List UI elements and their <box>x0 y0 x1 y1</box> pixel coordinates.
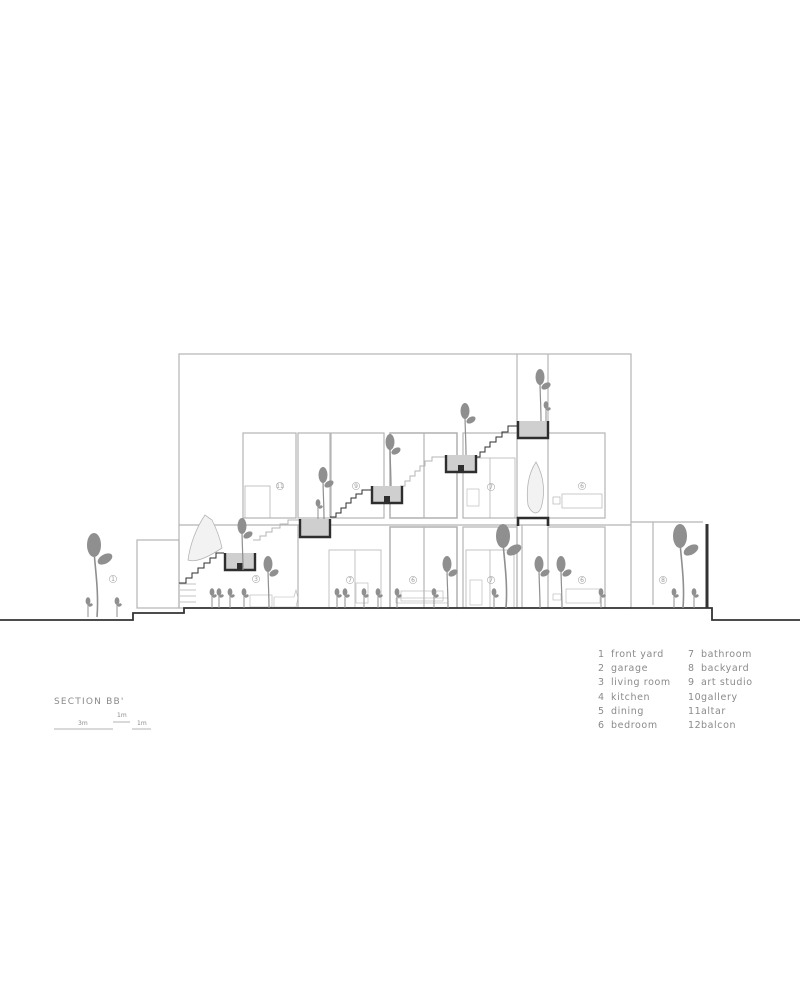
legend-item: 12balcon <box>688 719 737 731</box>
tag-bathroom-lower-a: 7 <box>346 576 354 584</box>
planter-6-lintel <box>516 516 550 526</box>
svg-text:3: 3 <box>254 576 258 583</box>
svg-text:9: 9 <box>354 483 358 490</box>
svg-text:7: 7 <box>348 577 352 584</box>
building-shell <box>136 353 703 609</box>
section-title: SECTION BB' <box>54 697 125 707</box>
svg-text:6: 6 <box>411 577 415 584</box>
tag-backyard: 8 <box>659 576 667 584</box>
scale-label-1m-a: 1m <box>117 712 127 719</box>
svg-text:6: 6 <box>580 577 584 584</box>
svg-text:1: 1 <box>111 576 115 583</box>
planter-5 <box>516 421 550 440</box>
legend-item: 11altar <box>688 705 726 717</box>
tag-art-studio: 9 <box>352 482 360 490</box>
tag-bathroom-lower-b: 7 <box>487 576 495 584</box>
planter-4 <box>444 455 478 474</box>
staircase <box>179 425 518 584</box>
ground-line <box>0 607 800 621</box>
tag-bathroom-upper: 7 <box>487 483 495 491</box>
planters <box>223 421 550 572</box>
svg-text:7: 7 <box>489 484 493 491</box>
upper-floor <box>242 432 606 519</box>
planter-2 <box>298 519 332 539</box>
room-tags: 1 3 7 6 7 6 8 11 9 7 6 <box>109 482 667 584</box>
svg-text:8: 8 <box>661 577 665 584</box>
tag-living-room: 3 <box>252 575 260 583</box>
tag-bedroom-lower-b: 6 <box>578 576 586 584</box>
tag-altar: 11 <box>276 482 284 490</box>
svg-text:6: 6 <box>580 483 584 490</box>
scale-label-3m: 3m <box>78 720 88 727</box>
planter-1 <box>223 553 257 572</box>
fabric-sculptures <box>187 461 544 562</box>
tag-front-yard: 1 <box>109 575 117 583</box>
svg-text:11: 11 <box>276 483 284 490</box>
legend-item: 10gallery <box>688 691 738 703</box>
scale-bar <box>54 721 151 730</box>
scale-label-1m-b: 1m <box>137 720 147 727</box>
tag-bedroom-upper: 6 <box>578 482 586 490</box>
tag-bedroom-lower-a: 6 <box>409 576 417 584</box>
planter-3 <box>370 486 404 505</box>
svg-text:7: 7 <box>489 577 493 584</box>
